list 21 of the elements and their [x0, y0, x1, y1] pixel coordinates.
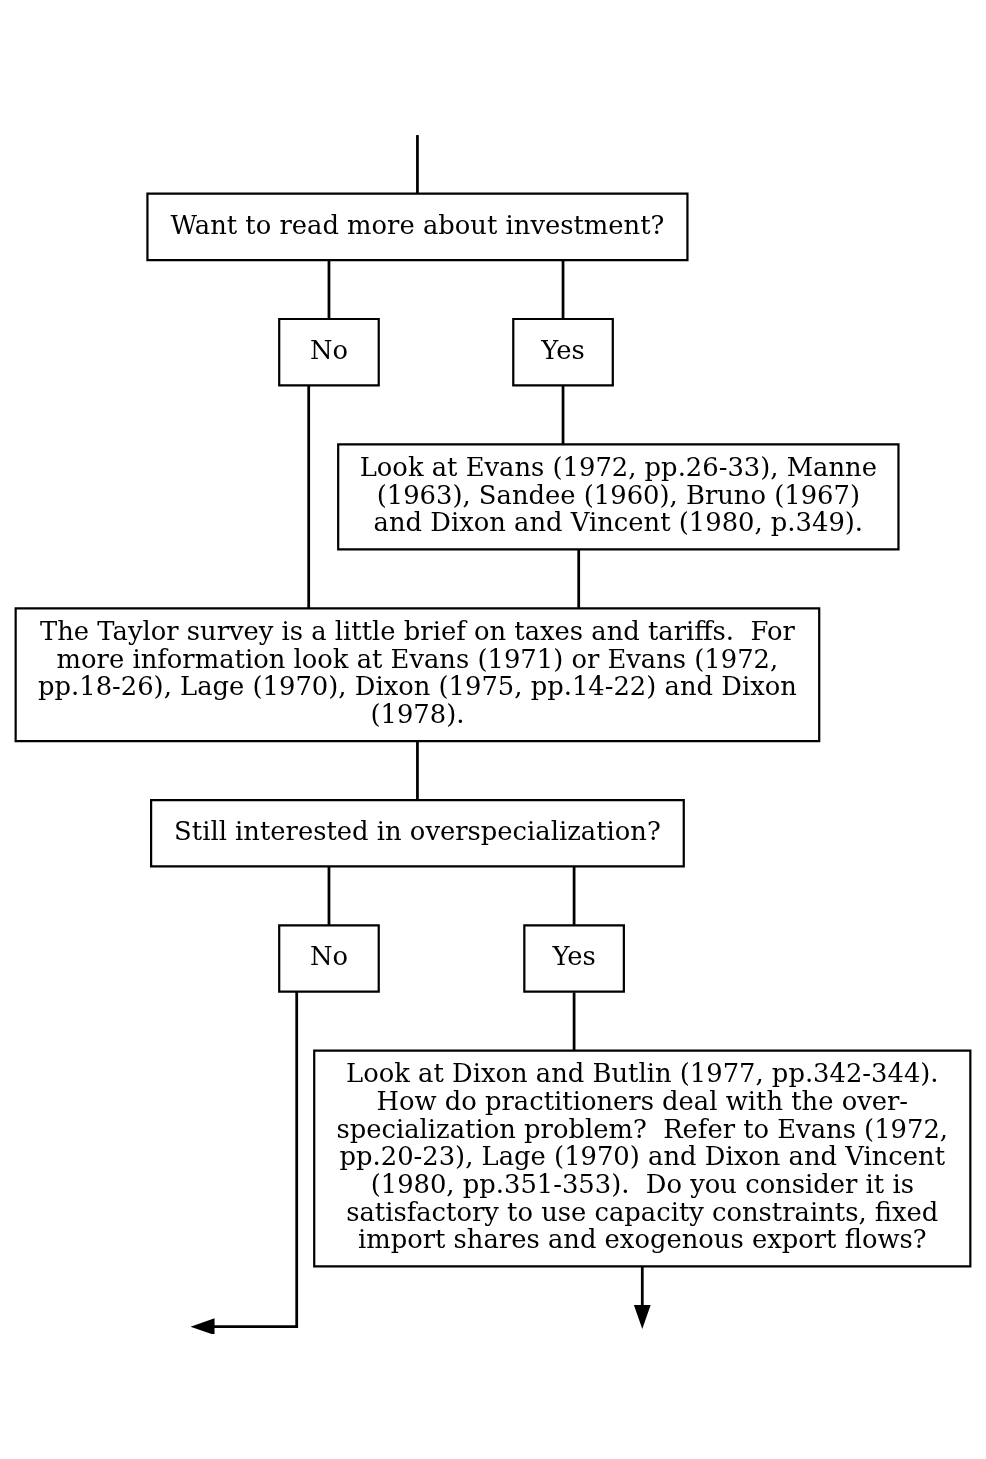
connector — [561, 259, 565, 318]
connector — [416, 741, 419, 800]
connector — [561, 385, 565, 444]
connector — [577, 549, 581, 608]
connector — [327, 866, 331, 925]
connector — [572, 866, 576, 925]
arrow — [190, 991, 299, 1334]
node-box: The Taylor survey is a little brief on taxes and tariffs. For more information look at Evans (1971) or Evans (1972, pp.18-26), Lage (1970), Dixon (1975, pp.14-22) and Dixon (1978). — [14, 606, 821, 742]
node-box: Yes — [512, 317, 614, 386]
connector — [307, 385, 311, 608]
connector — [416, 134, 419, 193]
connector — [572, 991, 576, 1050]
arrow — [633, 1265, 651, 1329]
node-box: Look at Evans (1972, pp.26-33), Manne (1963), Sandee (1960), Bruno (1967) and Dixon and Vincent (1980, p.349). — [337, 442, 900, 550]
node-box: Still interested in overspecialization? — [150, 798, 685, 867]
node-box: No — [278, 317, 380, 386]
connector — [327, 259, 331, 318]
node-box: Look at Dixon and Butlin (1977, pp.342-344). How do practitioners deal with the over-specialization problem? Refer to Evans (1972, pp.20-23), Lage (1970) and Dixon and Vincent (1980, pp.351-353). Do you consider it is satisfactory to use capacity constraints, fixed import shares and exogenous export flows? — [313, 1049, 972, 1267]
node-box: Want to read more about investment? — [146, 192, 689, 261]
node-box: Yes — [523, 923, 625, 993]
node-box: No — [278, 923, 380, 993]
